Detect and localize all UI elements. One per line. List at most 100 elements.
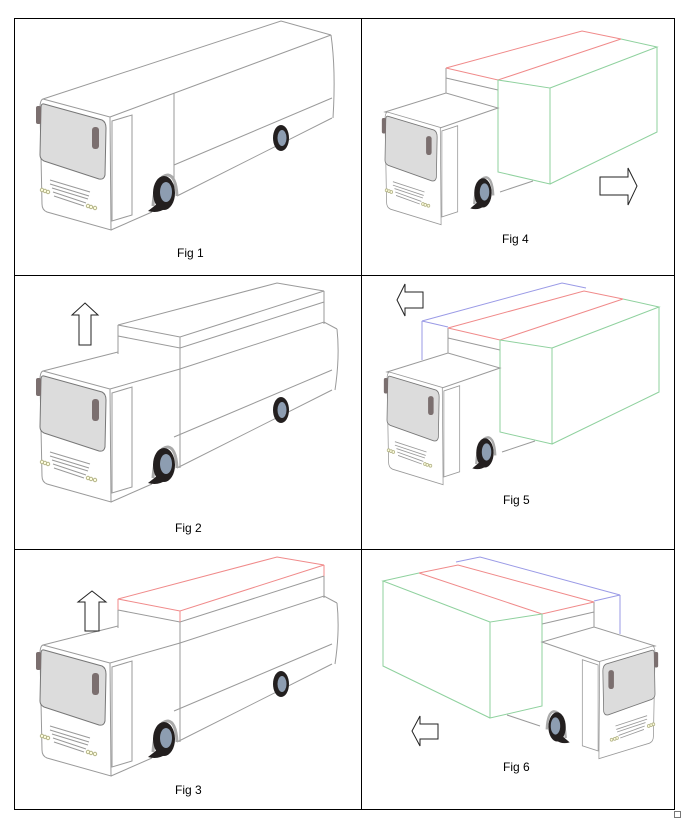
windshield	[386, 375, 440, 442]
bus-rear	[330, 34, 335, 119]
left-mirror	[654, 652, 659, 668]
red-section	[447, 290, 624, 350]
headlight	[45, 461, 51, 467]
headlight	[88, 204, 94, 210]
right-mirror	[92, 127, 99, 149]
fig-5-caption: Fig 5	[503, 493, 530, 507]
rear-hubcap	[277, 402, 287, 418]
tire-base	[555, 732, 570, 744]
green-box-side	[549, 38, 659, 185]
chassis-line	[506, 714, 541, 727]
left-mirror	[36, 106, 41, 124]
grille	[392, 181, 425, 205]
added-box-grey	[117, 301, 325, 468]
side-skirt-line	[173, 369, 333, 438]
left-mirror	[381, 118, 386, 134]
box-grey-lines	[447, 328, 501, 353]
fig-4-truck	[381, 30, 659, 226]
row-divider	[15, 549, 674, 550]
fig-1-bus	[36, 20, 335, 231]
bus-roof-front	[42, 625, 119, 646]
door	[111, 660, 133, 768]
front-hubcap	[481, 443, 492, 461]
headlight	[428, 463, 433, 468]
headlight	[92, 477, 98, 483]
side-bottom-line	[110, 117, 333, 231]
rear-hubcap	[277, 130, 287, 146]
front-hubcap	[160, 728, 172, 748]
grille	[615, 715, 648, 739]
headlight	[423, 202, 428, 207]
fig-2-caption: Fig 2	[175, 521, 202, 535]
right-mirror	[92, 673, 99, 695]
side-skirt-line	[173, 97, 333, 166]
headlight	[391, 450, 396, 454]
rear-hubcap	[277, 676, 287, 692]
fig-1-caption: Fig 1	[177, 246, 204, 260]
fig-4-caption: Fig 4	[502, 232, 529, 246]
blue-section	[455, 556, 621, 634]
windshield	[39, 649, 107, 726]
windshield	[39, 375, 107, 452]
up-arrow-icon	[70, 302, 100, 346]
bus-side-top	[109, 595, 338, 664]
right-arrow-icon	[599, 167, 638, 206]
left-mirror	[383, 378, 388, 394]
fig-3-bus	[36, 556, 339, 777]
left-mirror	[36, 378, 41, 396]
headlight	[609, 737, 614, 742]
added-box-top	[117, 556, 325, 622]
front-hubcap	[160, 454, 172, 474]
green-box-side	[551, 298, 661, 445]
door	[443, 385, 461, 478]
fig-3-caption: Fig 3	[175, 783, 202, 797]
chassis-line	[501, 440, 536, 453]
windshield	[602, 649, 656, 716]
tire-base	[148, 200, 166, 212]
up-arrow-icon	[76, 590, 108, 632]
right-mirror	[92, 399, 99, 421]
grille	[49, 451, 91, 479]
grille	[394, 441, 427, 465]
front-hubcap	[160, 182, 172, 202]
headlight	[612, 736, 617, 741]
added-box-top	[117, 282, 325, 348]
truck-cab-front	[383, 371, 497, 486]
headlight	[425, 462, 430, 467]
tire-base	[148, 472, 166, 484]
side-skirt-line	[173, 643, 333, 712]
side-bottom-line	[110, 663, 333, 777]
tire-base	[472, 458, 487, 470]
green-box-side	[381, 572, 491, 719]
left-arrow-icon	[396, 283, 424, 317]
table-resize-handle[interactable]	[674, 811, 681, 818]
fig-5-truck	[383, 282, 661, 486]
bus-rear	[334, 328, 339, 391]
front-hubcap	[479, 183, 490, 201]
headlight	[646, 724, 651, 728]
grille	[49, 179, 91, 207]
blue-section	[421, 282, 587, 360]
headlight	[88, 750, 94, 756]
green-box-front	[489, 613, 543, 719]
truck-cab-front	[545, 645, 659, 760]
added-box-grey	[117, 575, 325, 742]
tire-base	[470, 198, 485, 210]
figure-table	[14, 18, 675, 810]
fig-6-caption: Fig 6	[503, 760, 530, 774]
headlight	[45, 735, 51, 741]
door	[111, 114, 133, 222]
headlight	[92, 205, 98, 211]
headlight	[45, 189, 51, 195]
right-mirror	[428, 396, 434, 415]
headlight	[88, 476, 94, 482]
door	[581, 659, 599, 752]
headlight	[426, 203, 431, 208]
windshield	[39, 103, 107, 180]
fig-2-bus	[36, 282, 339, 503]
red-section	[445, 30, 622, 90]
windshield	[384, 115, 438, 182]
tire-base	[148, 746, 166, 758]
box-grey-lines	[445, 68, 499, 93]
left-arrow-icon	[411, 715, 439, 747]
